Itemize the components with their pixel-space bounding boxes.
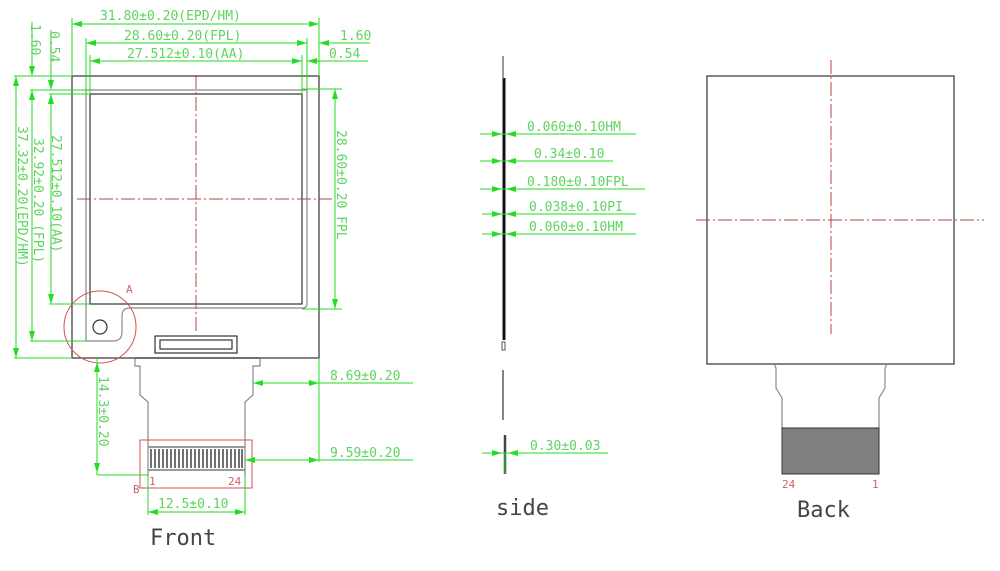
back-pin-1-label: 1 [872, 478, 879, 491]
dim-connector-width: 12.5±0.10 [158, 497, 228, 512]
side-fpc-thickness: 0.30±0.03 [530, 439, 600, 454]
front-top-dimensions: 31.80±0.20(EPD/HM) 28.60±0.20(FPL) 27.51… [71, 9, 371, 94]
dim-right-offset-aa: 0.54 [329, 47, 360, 62]
fpc-tail [134, 358, 261, 440]
dim-right-offset-top: 1.60 [340, 29, 371, 44]
back-view-label: Back [797, 498, 850, 523]
dim-aa-height: 27.512±0.10(AA) [48, 135, 63, 252]
dim-fpc-offset-2: 9.59±0.20 [330, 446, 400, 461]
dim-aa-width: 27.512±0.10(AA) [127, 47, 244, 62]
detail-a-circle [63, 290, 137, 364]
front-fpc-dimensions: 14.3±0.20 8.69±0.20 9.59±0.20 12.5±0.10 [94, 358, 413, 515]
dim-right-fpl-height: 28.60±0.20 FPL [333, 130, 348, 240]
corner-hole [92, 319, 108, 335]
side-layer-1: 0.060±0.10HM [527, 120, 621, 135]
detail-b-box [139, 439, 253, 489]
dim-overall-width: 31.80±0.20(EPD/HM) [100, 9, 241, 24]
back-connector-area [781, 427, 880, 475]
side-layer-5: 0.060±0.10HM [529, 220, 623, 235]
front-view-label: Front [150, 526, 216, 551]
dim-fpl-width: 28.60±0.20(FPL) [124, 29, 241, 44]
side-view: 0.060±0.10HM 0.34±0.10 0.180±0.10FPL 0.0… [480, 56, 645, 521]
detail-a-label: A [126, 283, 133, 296]
dim-left-offset-top: 1.60 [27, 24, 42, 55]
dim-fpl-height: 32.92±0.20 (FPL) [30, 138, 45, 263]
side-view-label: side [496, 496, 549, 521]
side-layer-4: 0.038±0.10PI [529, 200, 623, 215]
front-view: A B 1 24 [13, 9, 413, 551]
driver-ic [154, 335, 238, 354]
side-layer-2: 0.34±0.10 [534, 147, 604, 162]
fpc-contact-pins [150, 449, 243, 468]
front-left-dimensions: 1.60 0.54 27.512±0.10(AA) 32.92±0.20 (FP… [13, 22, 90, 359]
fpl-outline [85, 89, 308, 342]
pin-24-label: 24 [228, 475, 242, 488]
driver-ic-inner [159, 339, 233, 350]
back-fpc-tail [773, 363, 888, 428]
dim-left-offset-aa: 0.54 [46, 31, 61, 62]
back-view: 24 1 Back [696, 60, 984, 523]
dim-fpc-offset-1: 8.69±0.20 [330, 369, 400, 384]
side-layer-3: 0.180±0.10FPL [527, 175, 629, 190]
dim-fpc-length: 14.3±0.20 [95, 376, 110, 446]
dim-overall-height: 37.32±0.20(EPD/HM) [14, 126, 29, 267]
front-right-dimensions: 28.60±0.20 FPL [302, 88, 348, 310]
back-pin-24-label: 24 [782, 478, 796, 491]
side-layer-dimensions: 0.060±0.10HM 0.34±0.10 0.180±0.10FPL 0.0… [480, 120, 645, 474]
detail-b-label: B [133, 483, 140, 496]
pin-1-label: 1 [149, 475, 156, 488]
